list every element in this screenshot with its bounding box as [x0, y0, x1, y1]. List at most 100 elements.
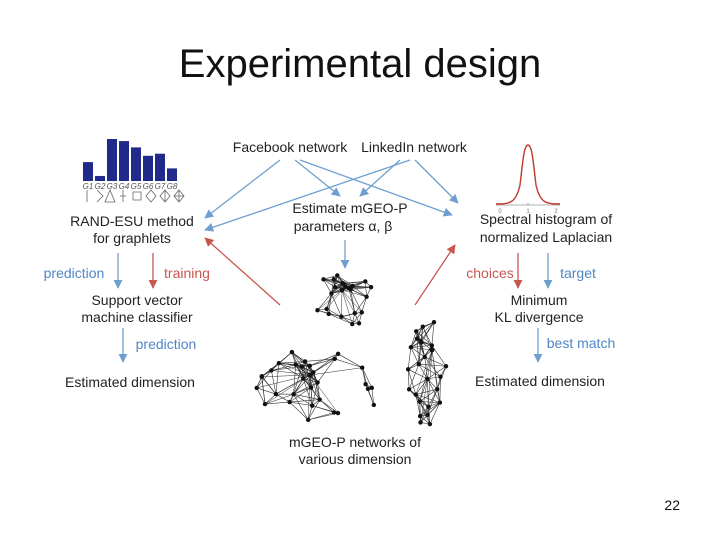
linkedin-network-label: LinkedIn network	[361, 139, 468, 155]
network-node	[364, 294, 369, 299]
network-edge	[415, 388, 438, 395]
graphlet-bar	[83, 162, 93, 181]
target-label: target	[560, 265, 596, 281]
arrow-networks-to-rand	[204, 237, 281, 306]
network-edge	[350, 286, 372, 290]
network-node	[339, 287, 345, 293]
network-node	[335, 410, 341, 416]
training-label: training	[164, 265, 210, 281]
kl-label-line1: Minimum	[511, 292, 568, 308]
network-edge	[419, 378, 428, 402]
estimated-dimension-left: Estimated dimension	[65, 374, 195, 390]
network-node	[321, 277, 326, 282]
network-node	[293, 362, 298, 367]
network-edge	[341, 289, 362, 313]
graphlet-bar	[95, 175, 105, 181]
graphlet-bar	[107, 139, 117, 181]
network-node	[332, 285, 338, 290]
graphlet-histogram	[83, 139, 177, 181]
facebook-network-label: Facebook network	[233, 139, 348, 155]
arrow-facebook-to-estimate	[294, 159, 341, 197]
network-edge	[307, 405, 313, 420]
graphlet-bar-label: G5	[131, 182, 142, 191]
network-edge	[271, 366, 302, 371]
rand-esu-label-line1: RAND-ESU method	[70, 213, 194, 229]
network-node	[437, 400, 443, 405]
network-edge	[352, 312, 363, 325]
network-node	[443, 364, 449, 369]
network-edge	[416, 338, 420, 365]
network-edge	[341, 289, 367, 298]
network-node	[350, 321, 355, 327]
network-edge	[422, 326, 433, 346]
network-node	[426, 404, 431, 409]
network-edge	[293, 393, 313, 406]
network-node	[329, 291, 334, 296]
network-edge	[289, 401, 309, 421]
network-edge	[307, 399, 320, 421]
graphlet-bar-label: G3	[107, 182, 118, 191]
network-edge	[429, 402, 441, 425]
network-edge	[309, 374, 339, 414]
graphlet-bar-label: G1	[83, 182, 94, 191]
network-edge	[350, 289, 356, 314]
network-node	[431, 319, 437, 325]
network-edge	[271, 351, 293, 371]
network-edge	[334, 358, 363, 368]
network-node	[371, 402, 377, 408]
estimate-label-line1: Estimate mGEO-P	[292, 200, 407, 216]
rand-esu-label-line2: for graphlets	[93, 230, 171, 246]
network-edge	[415, 378, 428, 395]
network-edge	[421, 322, 435, 343]
network-edge	[309, 367, 363, 376]
network-edge	[352, 285, 372, 288]
network-edge	[264, 393, 277, 405]
slide-title: Experimental design	[178, 42, 542, 86]
network-edge	[341, 289, 356, 314]
network-edge	[418, 363, 447, 367]
network-edge	[309, 358, 335, 367]
graphlet-shape-icons	[86, 188, 185, 203]
network-edge	[371, 387, 375, 405]
network-edge	[352, 285, 367, 298]
network-node	[317, 397, 322, 402]
network-edge	[354, 296, 367, 314]
network-node	[417, 399, 422, 404]
network-node	[365, 386, 371, 392]
spectral-curve	[495, 144, 561, 205]
network-node	[339, 314, 344, 319]
network-edge	[323, 279, 332, 294]
network-edge	[303, 378, 313, 406]
network-node	[335, 273, 340, 278]
network-edge	[407, 369, 417, 395]
network-node	[311, 370, 316, 375]
network-edge	[331, 282, 343, 294]
network-node	[414, 336, 420, 341]
network-node	[363, 279, 368, 284]
network-edge	[421, 342, 426, 357]
network-node	[307, 372, 313, 378]
network-edge	[261, 374, 311, 378]
network-node	[269, 368, 274, 373]
arrows	[113, 159, 553, 363]
network-edge	[427, 378, 441, 403]
network-edge	[418, 363, 441, 378]
network-node	[308, 385, 314, 390]
network-edge	[419, 402, 441, 417]
network-edge	[341, 312, 355, 317]
network-node	[301, 376, 306, 381]
network-edge	[361, 367, 373, 388]
arrow-linkedin-to-estimate	[359, 159, 401, 197]
mgeop-networks-label-line1: mGEO-P networks of	[289, 434, 421, 450]
network-node	[307, 363, 313, 369]
estimated-dimension-right: Estimated dimension	[475, 373, 605, 389]
network-edge	[361, 296, 367, 313]
network-node	[356, 321, 362, 326]
network-node	[406, 387, 412, 392]
network-edge	[331, 279, 335, 294]
network-edge	[427, 402, 441, 416]
spectral-tick-2: 2	[554, 209, 558, 215]
network-edge	[256, 387, 266, 405]
network-node	[254, 385, 259, 391]
